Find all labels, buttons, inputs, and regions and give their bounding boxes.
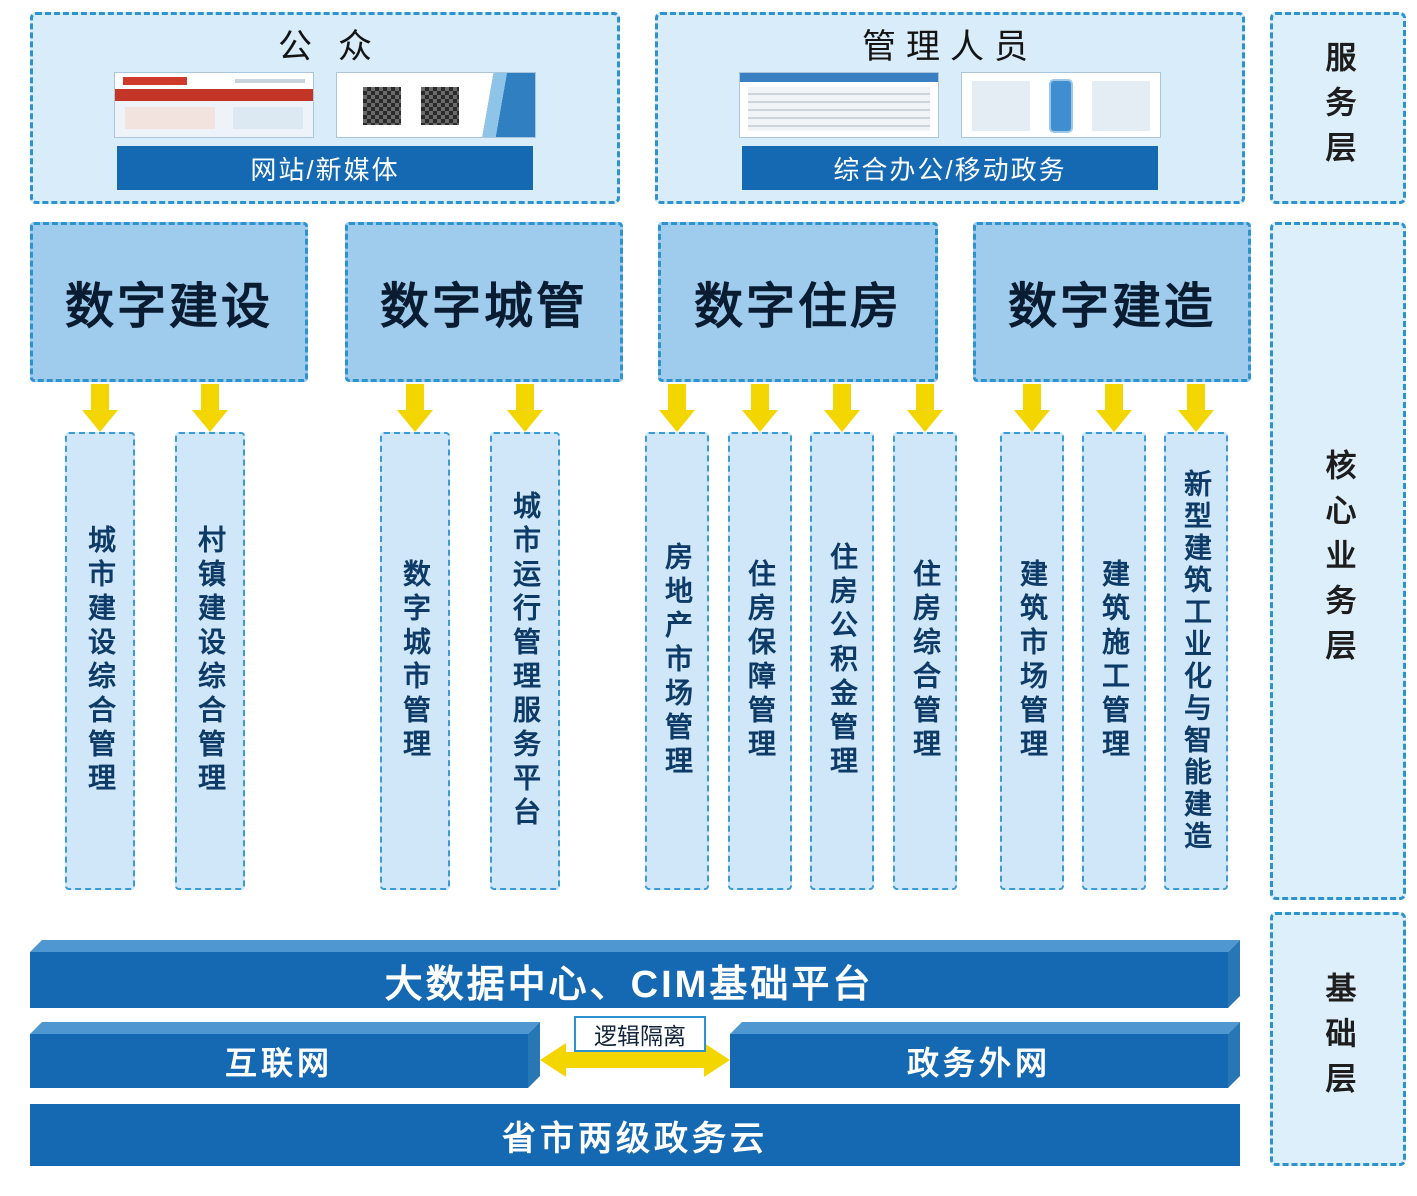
module-column: 城市建设综合管理	[65, 432, 135, 890]
bigdata-cim-platform-bar: 大数据中心、CIM基础平台	[30, 952, 1228, 1008]
phone-icon	[1049, 79, 1073, 133]
module-label: 村镇建设综合管理	[195, 525, 226, 797]
domain-title: 数字建造	[1007, 279, 1216, 334]
gov-cloud-label: 省市两级政务云	[502, 1119, 768, 1158]
domain-box-digital-construction: 数字建设	[30, 222, 308, 382]
down-arrow	[192, 384, 228, 432]
down-arrow	[82, 384, 118, 432]
admin-channel-bar: 综合办公/移动政务	[742, 146, 1158, 190]
qrcode-screenshot	[336, 72, 536, 138]
down-arrow	[1178, 384, 1214, 432]
down-arrow	[507, 384, 543, 432]
gov-website-screenshot	[114, 72, 314, 138]
domain-box-digital-housing: 数字住房	[658, 222, 938, 382]
arrow-shaft	[564, 1052, 706, 1068]
module-label: 房地产市场管理	[662, 542, 693, 780]
down-arrow	[742, 384, 778, 432]
module-column: 住房公积金管理	[810, 432, 874, 890]
module-label: 新型建筑工业化与智能建造	[1181, 469, 1212, 853]
public-channel-bar: 网站/新媒体	[117, 146, 533, 190]
module-column: 数字城市管理	[380, 432, 450, 890]
office-titlebar	[740, 73, 938, 82]
module-column: 住房综合管理	[893, 432, 957, 890]
gov-cloud-bar: 省市两级政务云	[30, 1104, 1240, 1166]
public-title: 公众	[278, 28, 398, 66]
admin-section: 管理人员 综合办公/移动政务	[655, 12, 1245, 204]
down-arrow	[1096, 384, 1132, 432]
qr-code-icon	[363, 87, 401, 125]
mobile-panel	[972, 81, 1030, 131]
module-label: 住房公积金管理	[827, 542, 858, 780]
domain-title: 数字城管	[379, 279, 588, 334]
website-navbar	[115, 89, 313, 101]
public-screenshots	[114, 72, 536, 138]
down-arrow	[397, 384, 433, 432]
platform-label: 大数据中心、CIM基础平台	[384, 963, 874, 1006]
admin-title: 管理人员	[862, 28, 1038, 66]
module-column: 建筑市场管理	[1000, 432, 1064, 890]
layer-core-label: 核心业务层	[1320, 448, 1356, 674]
domain-title: 数字住房	[693, 279, 902, 334]
isolation-double-arrow	[540, 1043, 730, 1077]
gov-extranet-label: 政务外网	[906, 1045, 1051, 1081]
module-label: 城市建设综合管理	[85, 525, 116, 797]
mobile-panel	[1092, 81, 1150, 131]
internet-bar: 互联网	[30, 1034, 528, 1088]
mobile-gov-screenshot	[961, 72, 1161, 138]
module-column: 村镇建设综合管理	[175, 432, 245, 890]
domain-box-digital-building: 数字建造	[973, 222, 1251, 382]
qr-code-icon	[421, 87, 459, 125]
down-arrow	[659, 384, 695, 432]
layer-base: 基础层	[1270, 912, 1406, 1166]
module-label: 建筑施工管理	[1099, 559, 1130, 763]
module-label: 城市运行管理服务平台	[510, 491, 541, 831]
module-label: 建筑市场管理	[1017, 559, 1048, 763]
website-header	[115, 73, 313, 89]
domain-title: 数字建设	[64, 279, 273, 334]
module-column: 城市运行管理服务平台	[490, 432, 560, 890]
logical-isolation-label: 逻辑隔离	[574, 1016, 706, 1052]
module-column: 房地产市场管理	[645, 432, 709, 890]
module-column: 新型建筑工业化与智能建造	[1164, 432, 1228, 890]
internet-label: 互联网	[224, 1045, 333, 1081]
website-body	[115, 101, 313, 137]
layer-service-label: 服务层	[1320, 40, 1356, 176]
module-column: 住房保障管理	[728, 432, 792, 890]
module-column: 建筑施工管理	[1082, 432, 1146, 890]
gov-extranet-bar: 政务外网	[730, 1034, 1228, 1088]
module-label: 住房综合管理	[910, 559, 941, 763]
public-section: 公众 网站/新媒体	[30, 12, 620, 204]
down-arrow	[824, 384, 860, 432]
module-label: 数字城市管理	[400, 559, 431, 763]
down-arrow	[907, 384, 943, 432]
module-label: 住房保障管理	[745, 559, 776, 763]
layer-base-label: 基础层	[1320, 971, 1356, 1107]
office-system-screenshot	[739, 72, 939, 138]
domain-box-digital-urban-mgmt: 数字城管	[345, 222, 623, 382]
admin-screenshots	[739, 72, 1161, 138]
down-arrow	[1014, 384, 1050, 432]
layer-core-business: 核心业务层	[1270, 222, 1406, 900]
office-table-rows	[748, 87, 930, 131]
layer-service: 服务层	[1270, 12, 1406, 204]
mini-program-banner	[461, 73, 535, 137]
